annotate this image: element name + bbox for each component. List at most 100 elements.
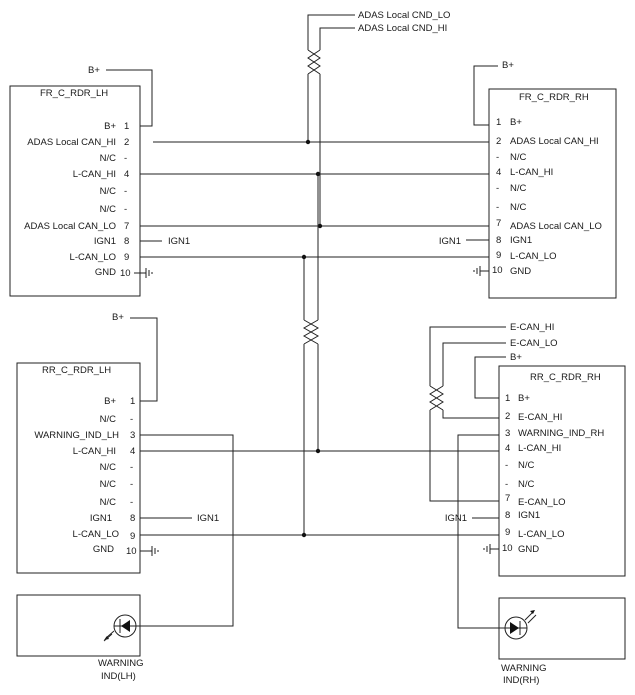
ign1-label: IGN1 — [168, 236, 190, 247]
pin-number: - — [130, 462, 133, 473]
rr-c-rdr-lh-module: RR_C_RDR_LH B+ B+ 1 N/C - WARNING_IND_LH… — [16, 312, 234, 627]
ign1-label: IGN1 — [197, 513, 219, 524]
pin-number: 8 — [496, 235, 501, 246]
pin-label: ADAS Local CAN_HI — [27, 137, 116, 148]
pin-number: 4 — [130, 446, 135, 457]
pin-label: N/C — [100, 497, 117, 508]
twisted-pair-symbol — [302, 319, 320, 345]
pin-label: E-CAN_HI — [518, 412, 562, 423]
pin-number: - — [505, 460, 508, 471]
ground-icon — [473, 266, 489, 276]
pin-number: 10 — [120, 268, 131, 279]
pin-label: N/C — [510, 183, 527, 194]
pin-number: 2 — [496, 136, 501, 147]
b-plus-label: B+ — [112, 312, 124, 323]
pin-number: - — [496, 202, 499, 213]
pin-label: N/C — [518, 479, 535, 490]
pin-label: IGN1 — [90, 513, 112, 524]
pin-number: - — [130, 497, 133, 508]
pin-label: L-CAN_HI — [73, 446, 116, 457]
pin-label: GND — [518, 544, 539, 555]
pin-number: - — [124, 153, 127, 164]
module-title: FR_C_RDR_RH — [519, 92, 589, 103]
pin-number: - — [496, 183, 499, 194]
pin-number: - — [124, 186, 127, 197]
pin-number: - — [124, 204, 127, 215]
pin-number: 7 — [124, 221, 129, 232]
pin-number: - — [505, 479, 508, 490]
pin-number: 7 — [505, 493, 510, 504]
pin-number: 9 — [505, 527, 510, 538]
led-icon — [103, 614, 140, 642]
pin-label: N/C — [100, 414, 117, 425]
top-bus-lo-label: ADAS Local CND_LO — [358, 10, 450, 21]
ground-icon — [134, 268, 153, 278]
pin-number: 8 — [505, 510, 510, 521]
warning-lh-line1: WARNING — [98, 658, 144, 669]
pin-label: WARNING_IND_RH — [518, 428, 604, 439]
pin-number: 1 — [505, 393, 510, 404]
pin-label: L-CAN_LO — [70, 252, 116, 263]
pin-label: N/C — [100, 153, 117, 164]
fr-c-rdr-rh-module: FR_C_RDR_RH B+ 1 B+ 2 ADAS Local CAN_HI … — [439, 60, 617, 299]
pin-label: N/C — [510, 152, 527, 163]
e-can-lo-label: E-CAN_LO — [510, 338, 558, 349]
twisted-pair-symbol — [307, 49, 321, 75]
pin-label: B+ — [510, 117, 522, 128]
pin-number: 9 — [496, 250, 501, 261]
pin-number: 10 — [126, 546, 137, 557]
pin-label: IGN1 — [510, 235, 532, 246]
l-can-bus — [140, 171, 499, 538]
pin-number: 2 — [124, 137, 129, 148]
pin-number: - — [496, 152, 499, 163]
pin-label: L-CAN_HI — [518, 443, 561, 454]
pin-label: L-CAN_HI — [510, 167, 553, 178]
pin-number: - — [130, 414, 133, 425]
pin-label: GND — [510, 266, 531, 277]
warning-rh-line1: WARNING — [501, 663, 547, 674]
pin-number: 9 — [130, 531, 135, 542]
pin-label: WARNING_IND_LH — [34, 430, 119, 441]
b-plus-label: B+ — [88, 65, 100, 76]
pin-label: N/C — [100, 204, 117, 215]
pin-number: 4 — [124, 169, 129, 180]
pin-label: ADAS Local CAN_HI — [510, 136, 599, 147]
pin-label: IGN1 — [518, 510, 540, 521]
pin-label: L-CAN_LO — [510, 251, 556, 262]
pin-number: 3 — [505, 428, 510, 439]
led-icon — [504, 610, 537, 640]
pin-number: 10 — [492, 265, 503, 276]
warning-indicator-rh: WARNING IND(RH) — [498, 597, 626, 686]
pin-number: 8 — [124, 236, 129, 247]
ign1-label: IGN1 — [445, 513, 467, 524]
pin-label: ADAS Local CAN_LO — [24, 221, 116, 232]
pin-label: N/C — [510, 202, 527, 213]
pin-number: 1 — [130, 396, 135, 407]
pin-label: B+ — [518, 393, 530, 404]
pin-label: N/C — [100, 462, 117, 473]
pin-label: L-CAN_HI — [73, 169, 116, 180]
pin-number: 4 — [496, 167, 501, 178]
pin-number: 1 — [496, 117, 501, 128]
pin-label: N/C — [518, 460, 535, 471]
module-title: RR_C_RDR_LH — [42, 365, 111, 376]
ground-icon — [483, 544, 499, 554]
pin-label: N/C — [100, 186, 117, 197]
pin-number: 8 — [130, 513, 135, 524]
pin-label: B+ — [104, 396, 116, 407]
warning-indicator-lh: WARNING IND(LH) — [16, 594, 144, 682]
adas-local-can-bus: ADAS Local CND_LO ADAS Local CND_HI — [140, 10, 489, 229]
pin-number: 2 — [505, 411, 510, 422]
pin-number: 7 — [496, 218, 501, 229]
pin-label: E-CAN_LO — [518, 497, 566, 508]
pin-label: IGN1 — [94, 236, 116, 247]
b-plus-label: B+ — [502, 60, 514, 71]
pin-number: 1 — [124, 121, 129, 132]
fr-c-rdr-lh-module: FR_C_RDR_LH B+ B+ 1 ADAS Local CAN_HI 2 … — [9, 65, 190, 297]
pin-label: N/C — [100, 479, 117, 490]
pin-label: GND — [93, 544, 114, 555]
pin-label: GND — [95, 267, 116, 278]
twisted-pair-symbol — [429, 385, 444, 411]
rr-c-rdr-rh-module: RR_C_RDR_RH E-CAN_HI E-CAN_LO B+ 1 B+ 2 … — [429, 322, 626, 629]
